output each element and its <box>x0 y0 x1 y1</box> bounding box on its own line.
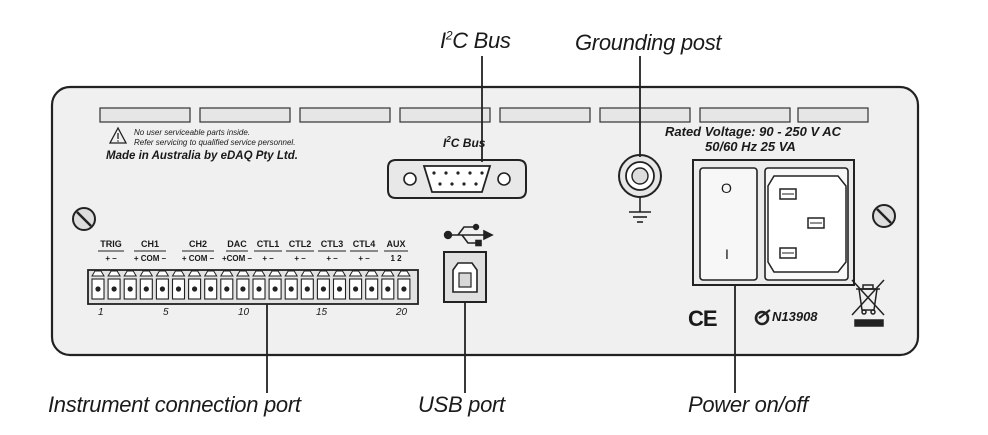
terminal-group-label: CTL1 <box>256 239 280 249</box>
terminal-tab <box>316 270 331 277</box>
terminal-tab <box>348 270 363 277</box>
i2c-panel-label: I2C Bus <box>443 135 485 150</box>
terminal-group-label: CTL4 <box>352 239 376 249</box>
cert-number: N13908 <box>772 309 818 324</box>
terminal-screw <box>288 286 294 292</box>
terminal-tab <box>300 270 315 277</box>
terminal-block <box>87 269 419 305</box>
i2c-suffix: C Bus <box>452 28 511 53</box>
terminal-screw <box>95 286 101 292</box>
terminal-tab <box>187 270 202 277</box>
crossed-bin-icon <box>851 279 885 327</box>
terminal-screw <box>385 286 391 292</box>
pin-number: 1 <box>98 307 104 318</box>
ce-mark: CE <box>688 306 718 331</box>
warning-line-2: Refer servicing to qualified service per… <box>134 138 296 147</box>
terminal-group-label: TRIG <box>100 239 122 249</box>
terminal-tab <box>364 270 379 277</box>
terminal-group-label: DAC <box>227 239 247 249</box>
iec-inlet <box>767 175 847 273</box>
terminal-tab <box>91 270 105 277</box>
terminal-screw <box>369 286 375 292</box>
grounding-post <box>618 154 662 198</box>
i2c-prefix: I <box>440 28 446 53</box>
terminal-group-label: CTL2 <box>288 239 312 249</box>
terminal-tab <box>268 270 282 277</box>
terminal-screw <box>401 286 407 292</box>
callout-instrument-port: Instrument connection port <box>48 392 301 417</box>
terminal-screw <box>304 286 310 292</box>
made-in-label: Made in Australia by eDAQ Pty Ltd. <box>106 150 298 162</box>
terminal-tab <box>107 270 121 277</box>
terminal-tab <box>203 270 218 277</box>
i2c-sup: 2 <box>445 28 453 43</box>
terminal-screw <box>224 286 230 292</box>
pin-number: 20 <box>396 307 408 318</box>
terminal-screw <box>175 286 182 292</box>
terminal-group-label: CH1 <box>140 239 159 249</box>
terminal-screw <box>320 286 326 292</box>
usb-icon <box>443 223 494 247</box>
terminal-group-signs: + COM – <box>181 254 215 263</box>
pin-number: 10 <box>238 307 250 318</box>
terminal-group-signs: + – <box>262 254 274 263</box>
callout-usb-port: USB port <box>418 392 505 417</box>
terminal-tab <box>284 270 299 277</box>
terminal-screw <box>143 286 149 292</box>
terminal-group-label: AUX <box>386 239 406 249</box>
terminal-screw <box>353 286 359 292</box>
terminal-tab <box>219 270 234 277</box>
db9-connector <box>387 159 527 199</box>
terminal-group-label: CTL3 <box>320 239 344 249</box>
terminal-tab <box>397 270 411 277</box>
usb-b-port <box>443 251 487 303</box>
terminal-screw <box>256 286 262 292</box>
terminal-group-label: CH2 <box>188 239 207 249</box>
terminal-group-signs: + – <box>358 254 370 263</box>
terminal-screw <box>111 286 117 292</box>
callout-i2c-bus: I2C Bus <box>440 28 511 54</box>
terminal-group-signs: + COM – <box>133 254 167 263</box>
terminal-screw <box>336 286 343 292</box>
rated-freq-label: 50/60 Hz 25 VA <box>705 139 796 154</box>
terminal-group-signs: + – <box>294 254 306 263</box>
callout-power: Power on/off <box>688 392 808 417</box>
terminal-screw <box>192 286 198 292</box>
terminal-tab <box>139 270 154 277</box>
i2c-panel-prefix: I <box>443 136 447 150</box>
terminal-screw <box>240 286 246 292</box>
leader-lines <box>266 56 736 393</box>
terminal-screw <box>127 286 133 292</box>
switch-on-label: I <box>725 246 729 262</box>
screw-icon <box>872 204 896 228</box>
terminal-screw <box>272 286 278 292</box>
cert-mark-icon <box>754 309 771 326</box>
terminal-group-signs: + – <box>326 254 338 263</box>
vent-slots <box>99 107 869 123</box>
terminal-tab <box>332 270 347 277</box>
terminal-tab <box>236 270 250 277</box>
ground-icon <box>629 197 651 223</box>
i2c-panel-sup: 2 <box>446 135 451 144</box>
terminal-tab <box>252 270 266 277</box>
rated-voltage-label: Rated Voltage: 90 - 250 V AC <box>665 124 842 139</box>
terminal-group-signs: + – <box>105 254 117 263</box>
i2c-panel-suffix: C Bus <box>450 136 486 150</box>
terminal-tab <box>380 270 395 277</box>
terminal-screw <box>159 286 165 292</box>
screw-icon <box>72 207 96 231</box>
warning-line-1: No user serviceable parts inside. <box>134 128 251 137</box>
pin-number: 15 <box>316 307 328 318</box>
pin-number: 5 <box>163 307 169 318</box>
terminal-screw <box>208 286 214 292</box>
warning-triangle-icon <box>108 126 128 144</box>
terminal-group-signs: 1 2 <box>390 254 402 263</box>
terminal-group-signs: +COM – <box>221 254 252 263</box>
callout-grounding-post: Grounding post <box>575 30 722 55</box>
switch-off-label: O <box>721 180 732 196</box>
terminal-tab <box>123 270 138 277</box>
terminal-tab <box>171 270 186 277</box>
terminal-tab <box>155 270 170 277</box>
